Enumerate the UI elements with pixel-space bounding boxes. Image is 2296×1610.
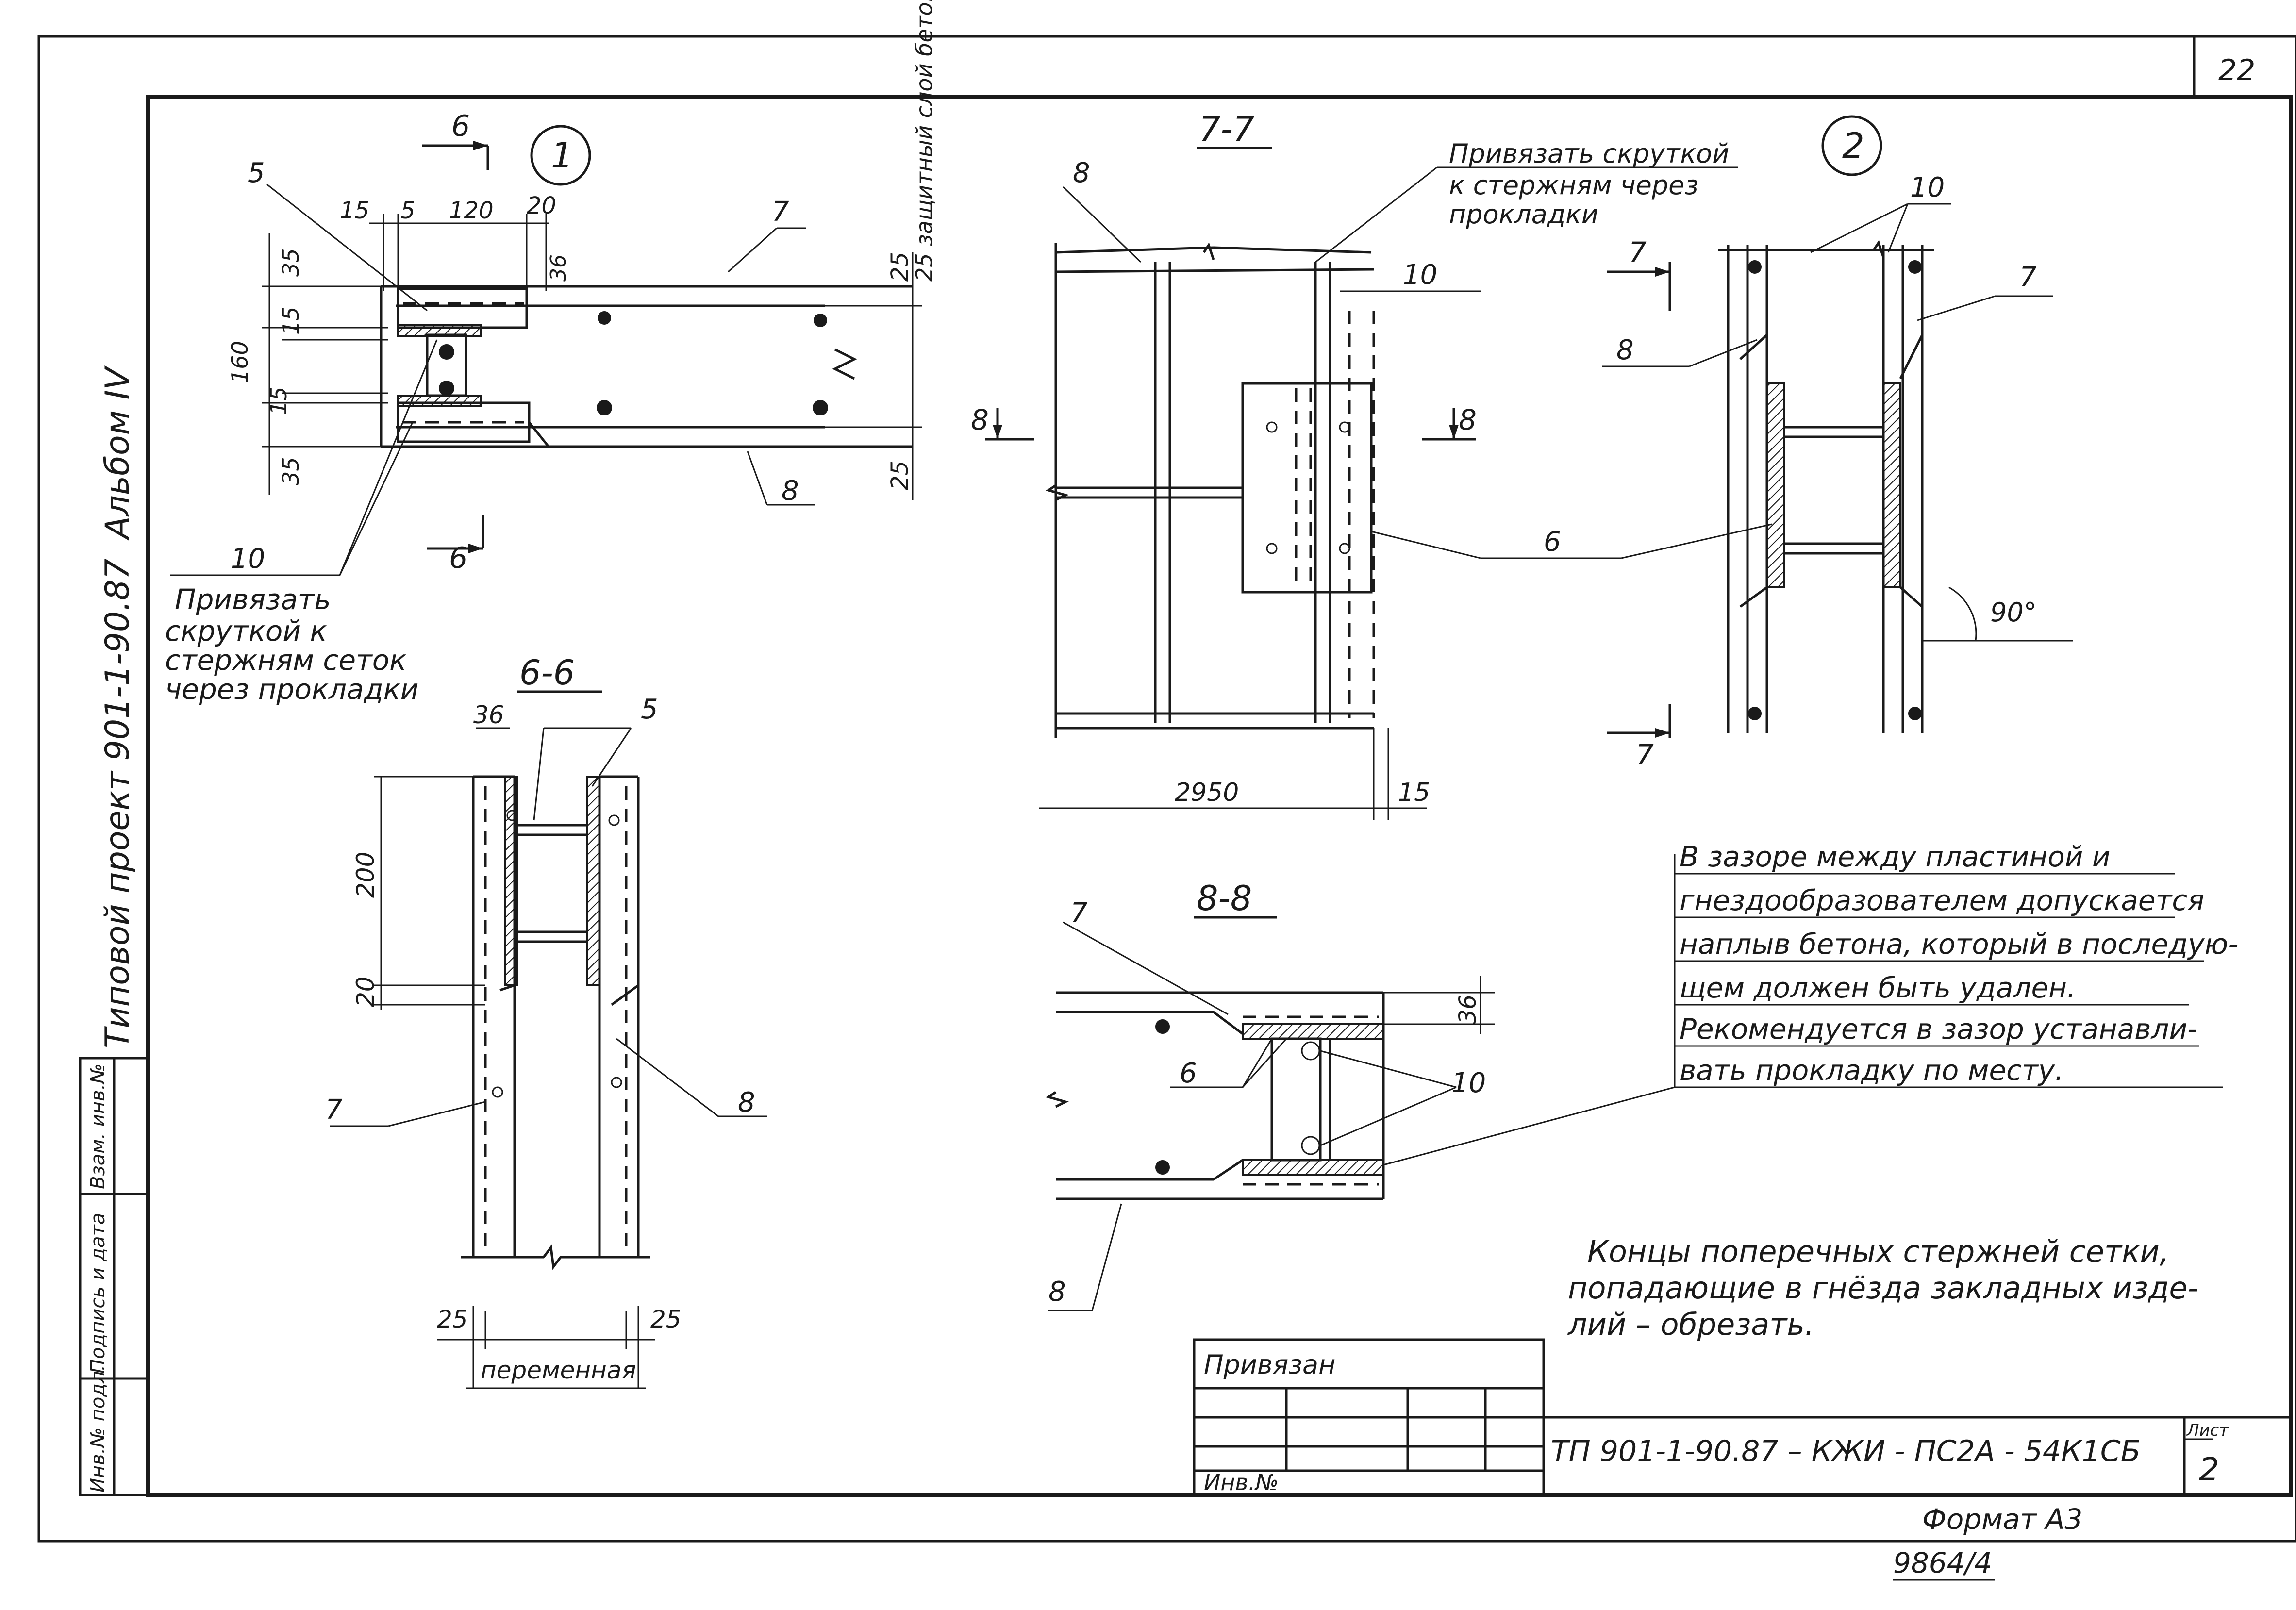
s88-dim-36: 36 [1454, 995, 1481, 1024]
dim-120-top: 120 [449, 197, 494, 224]
s66-dim-25-left: 25 [437, 1305, 468, 1333]
s77-dim-15: 15 [1398, 778, 1430, 807]
d2-cut7-bottom: 7 [1636, 738, 1654, 771]
s88-pos-7: 7 [1070, 897, 1088, 929]
s66-dim-36: 36 [473, 701, 504, 729]
s66-variable: переменная [481, 1356, 636, 1384]
d1-tie-note-1: Привязать [175, 583, 331, 616]
s77-pos-8: 8 [1073, 157, 1090, 189]
dim-35-b: 35 [278, 457, 304, 485]
stamp-inv-podl: Инв.№ подл. [87, 1365, 109, 1493]
s88-pos-8: 8 [1048, 1276, 1066, 1308]
dim-15-a: 15 [278, 306, 304, 335]
d1-tie-note-3: стержням сеток [165, 644, 406, 677]
dim-20-top: 20 [527, 192, 556, 219]
cut-6-bottom: 6 [449, 541, 467, 575]
d1-pos-7: 7 [772, 196, 789, 228]
gap-note-line-6: вать прокладку по месту. [1680, 1054, 2064, 1087]
gap-note-line-4: щем должен быть удален. [1680, 971, 2076, 1004]
gap-note-line-5: Рекомендуется в зазор устанавли- [1680, 1012, 2197, 1046]
gap-note-block: В зазоре между пластиной и гнездообразов… [1674, 840, 2238, 1088]
s77-pos-6: 6 [1544, 526, 1561, 558]
margin-labels: Альбом IV Типовой проект 901-1-90.87 [99, 365, 137, 1048]
s88-title: 8-8 [1197, 879, 1252, 918]
s66-title: 6-6 [519, 653, 575, 693]
d1-tie-note-4: через прокладки [165, 673, 418, 706]
dim-15-top: 15 [340, 197, 369, 224]
s66-dim-20: 20 [351, 976, 380, 1007]
cut-6-top: 6 [451, 109, 470, 143]
tb-sheet-label: Лист [2186, 1421, 2229, 1440]
cover-note: 25 защитный слой бетона [911, 0, 937, 282]
dim-35-a: 35 [278, 248, 304, 277]
dim-5-top: 5 [400, 197, 416, 224]
s77-tie-3: прокладки [1449, 199, 1598, 230]
detail-1: 1 6 6 [165, 0, 937, 706]
detail-1-mark: 1 [551, 135, 573, 176]
s77-tie-1: Привязать скруткой [1449, 138, 1729, 169]
s88-pos-10: 10 [1451, 1067, 1486, 1099]
tb-format: Формат А3 [1922, 1503, 2082, 1536]
gap-note-line-3: наплыв бетона, который в последую- [1680, 928, 2238, 961]
section-8-8: 8-8 7 6 10 8 36 [1046, 879, 1675, 1311]
gap-note-line-2: гнездообразователем допускается [1680, 884, 2204, 917]
tb-archive-no: 9864/4 [1893, 1546, 1992, 1579]
project-label: Типовой проект 901-1-90.87 [99, 559, 137, 1048]
d2-cut7-top: 7 [1629, 236, 1647, 269]
sheet-corner-number: 22 [2218, 53, 2255, 87]
d1-pos-5: 5 [248, 157, 265, 189]
s77-cut8-right: 8 [1459, 403, 1477, 436]
album-label: Альбом IV [99, 365, 137, 541]
tb-privyazan: Привязан [1204, 1349, 1335, 1380]
d2-angle: 90° [1990, 597, 2037, 628]
d1-pos-8: 8 [782, 475, 799, 507]
dim-160: 160 [227, 341, 253, 383]
d2-pos-7: 7 [2019, 262, 2037, 293]
title-block: Привязан Инв.№ ТП 901-1-90.87 – КЖИ - ПС… [1193, 1338, 2291, 1581]
s77-pos-10: 10 [1403, 259, 1437, 291]
ends-note-line-1: Концы поперечных стержней сетки, [1587, 1234, 2169, 1269]
stamp-column: Инв.№ подл. Подпись и дата Взам. инв.№ [79, 1057, 150, 1496]
sheet-frame: 22 [37, 35, 2296, 1543]
ends-note-line-2: попадающие в гнёзда закладных изде- [1568, 1270, 2198, 1306]
s77-cut8-left: 8 [971, 403, 989, 436]
s66-pos-5: 5 [641, 694, 658, 725]
section-6-6: 6-6 36 5 200 20 [325, 653, 767, 1389]
tb-inv-no: Инв.№ [1204, 1469, 1279, 1495]
detail-2: 2 7 7 10 7 [1602, 115, 2073, 771]
section-7-7: 7-7 8 8 8 [971, 109, 1772, 820]
tb-doc-code: ТП 901-1-90.87 – КЖИ - ПС2А - 54К1СБ [1551, 1434, 2141, 1468]
s77-title: 7-7 [1199, 109, 1254, 149]
ends-note-block: Концы поперечных стержней сетки, попадаю… [1567, 1234, 2198, 1342]
s66-dim-25-right: 25 [650, 1305, 682, 1333]
s77-tie-2: к стержням через [1449, 170, 1698, 200]
s66-pos-8: 8 [738, 1087, 755, 1118]
d1-pos-10: 10 [231, 543, 265, 575]
detail-2-mark: 2 [1842, 125, 1864, 166]
dim-36-top: 36 [546, 254, 571, 282]
stamp-vzam: Взам. инв.№ [87, 1063, 109, 1189]
d2-pos-10: 10 [1910, 172, 1945, 203]
s77-dim-2950: 2950 [1175, 778, 1239, 807]
s66-pos-7: 7 [325, 1094, 343, 1126]
dim-25-right-b: 25 [886, 461, 914, 490]
d1-tie-note-2: скруткой к [165, 614, 327, 647]
d2-pos-8: 8 [1616, 334, 1634, 366]
tb-sheet-no: 2 [2199, 1451, 2219, 1488]
dim-25-right-a: 25 [886, 252, 914, 282]
dim-15-b: 15 [266, 386, 292, 415]
stamp-podpis: Подпись и дата [87, 1213, 109, 1374]
gap-note-line-1: В зазоре между пластиной и [1680, 840, 2111, 873]
ends-note-line-3: лий – обрезать. [1567, 1307, 1814, 1342]
s66-dim-200: 200 [351, 852, 380, 898]
s88-pos-6: 6 [1180, 1058, 1197, 1089]
